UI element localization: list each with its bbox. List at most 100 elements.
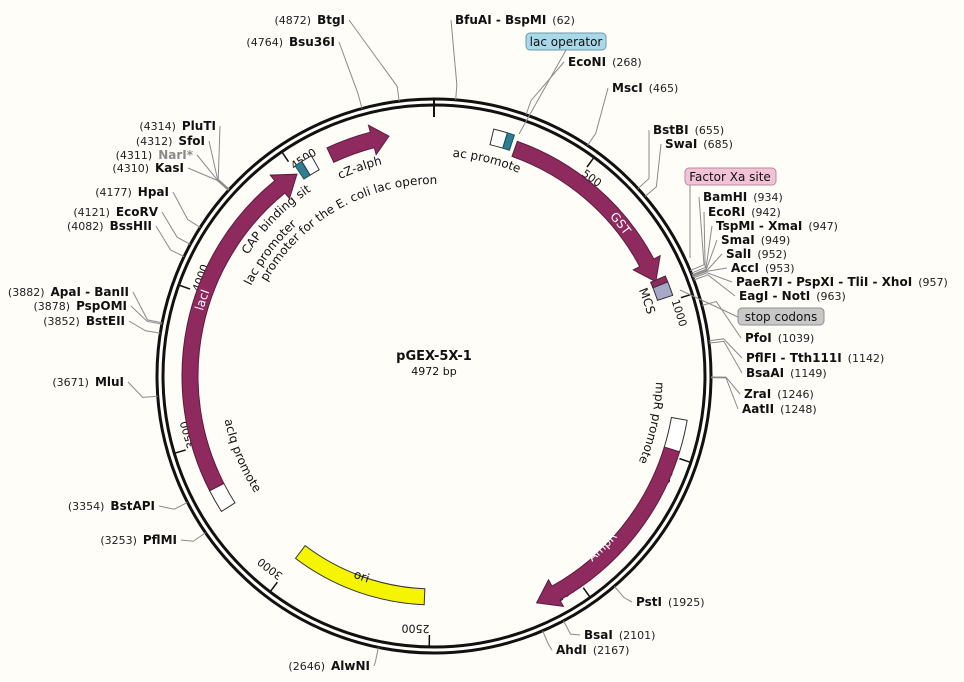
laci-feature-arrow[interactable]	[181, 173, 298, 492]
restriction-site-label[interactable]: TspMI - XmaI(947)	[716, 219, 838, 233]
restriction-site-label[interactable]: BsaAI(1149)	[746, 366, 827, 380]
site-leader-line	[172, 191, 201, 228]
restriction-site-label[interactable]: (3354)BstAPI	[68, 499, 155, 513]
lacz-alpha-feature-arrow[interactable]	[326, 124, 390, 163]
gst-feature-arrow[interactable]	[511, 140, 661, 283]
tick-mark	[582, 587, 591, 598]
site-name: BstEII	[86, 314, 125, 328]
restriction-site-label[interactable]: BfuAI - BspMI (62)	[455, 13, 575, 27]
site-position: (947)	[808, 220, 838, 233]
site-leader-line	[132, 291, 163, 324]
site-name: BsaAI	[746, 366, 784, 380]
site-position: (1925)	[668, 596, 705, 609]
restriction-site-labels: (4872)BtgI BfuAI - BspMI (62) (4764)Bsu36I E…	[8, 13, 948, 673]
restriction-site-label[interactable]: PfoI (1039)	[745, 331, 814, 345]
site-name: AccI	[731, 261, 759, 275]
tick-label: 2500	[401, 622, 429, 635]
tac-promoter-label: tac promoter	[0, 0, 523, 176]
mcs-feature[interactable]	[652, 281, 674, 302]
site-position: (62)	[552, 14, 575, 27]
restriction-site-label[interactable]: (3671)MluI	[52, 375, 124, 389]
lac-operator-callout[interactable]: lac operator	[525, 32, 607, 51]
site-position: (685)	[703, 138, 733, 151]
tick-mark	[281, 151, 290, 163]
restriction-site-label[interactable]: (3253)PflMI	[100, 533, 177, 547]
site-name: MluI	[95, 375, 124, 389]
restriction-site-label[interactable]: BsaI(2101)	[584, 628, 655, 642]
restriction-site-label[interactable]: (4082)BssHII	[67, 219, 152, 233]
site-name: PflMI	[143, 533, 177, 547]
site-leader-line	[691, 239, 718, 276]
site-position: (2646)	[288, 660, 325, 673]
restriction-site-label[interactable]: AccI (953)	[731, 261, 795, 275]
restriction-site-label[interactable]: EcoRI(942)	[708, 205, 781, 219]
ampr-promoter-feature[interactable]	[663, 416, 688, 453]
restriction-site-label[interactable]: (3882)ApaI - BanII	[8, 285, 129, 299]
site-name: HpaI	[138, 185, 169, 199]
site-name: BfuAI - BspMI	[455, 13, 546, 27]
site-position: (2101)	[619, 629, 656, 642]
restriction-site-label[interactable]: MscI(465)	[612, 81, 678, 95]
site-name: ZraI	[744, 387, 771, 401]
restriction-site-label[interactable]: (4177) HpaI	[95, 185, 169, 199]
site-position: (3852)	[43, 315, 80, 328]
restriction-site-label[interactable]: (4872)BtgI	[274, 13, 345, 27]
site-leader-line	[693, 274, 736, 297]
site-position: (4314)	[139, 120, 176, 133]
site-leader-line	[208, 140, 230, 191]
restriction-site-label[interactable]: EagI - NotI(963)	[739, 289, 846, 303]
restriction-site-label[interactable]: SalI(952)	[726, 247, 787, 261]
site-position: (4312)	[136, 135, 173, 148]
restriction-site-label[interactable]: (3878)PspOMI	[33, 299, 127, 313]
plasmid-name: pGEX-5X-1	[396, 349, 472, 364]
site-position: (3354)	[68, 500, 105, 513]
restriction-site-label[interactable]: BamHI(934)	[703, 190, 783, 204]
restriction-site-label[interactable]: ZraI(1246)	[744, 387, 814, 401]
restriction-site-label[interactable]: (2646)AlwNI	[288, 659, 370, 673]
restriction-site-label[interactable]: PstI(1925)	[636, 595, 705, 609]
site-leader-line	[710, 376, 741, 395]
restriction-site-label[interactable]: EcoNI(268)	[568, 55, 642, 69]
factor-xa-feature[interactable]	[649, 275, 669, 289]
site-name: AatII	[742, 402, 774, 416]
site-leader-line	[128, 320, 161, 334]
restriction-site-label[interactable]: PaeR7I - PspXI - TliI - XhoI(957)	[736, 275, 948, 289]
lac-promoter-feature[interactable]	[301, 155, 320, 176]
ampr-promoter-label: AmpR promoter	[0, 0, 667, 466]
restriction-site-label[interactable]: AatII(1248)	[742, 402, 817, 416]
restriction-site-label[interactable]: (4311)NarI*	[116, 148, 194, 162]
site-name: SwaI	[665, 137, 697, 151]
site-name: PfoI	[745, 331, 772, 345]
site-leader-line	[701, 300, 742, 339]
site-leader-line	[161, 211, 191, 245]
restriction-site-label[interactable]: (4314)PluTI	[139, 119, 216, 133]
site-position: (953)	[765, 262, 795, 275]
restriction-site-label[interactable]: SmaI(949)	[721, 233, 790, 247]
site-name: NarI*	[158, 148, 194, 162]
restriction-site-label[interactable]: (3852) BstEII	[43, 314, 125, 328]
ampr-feature-arrow[interactable]	[535, 446, 681, 607]
restriction-site-label[interactable]: (4121)EcoRV	[73, 205, 158, 219]
site-position: (949)	[761, 234, 791, 247]
factor-xa-callout[interactable]: Factor Xa site	[684, 167, 777, 186]
restriction-site-label[interactable]: BstBI(655)	[653, 123, 724, 137]
restriction-site-label[interactable]: (4312)SfoI	[136, 134, 205, 148]
site-leader-line	[708, 340, 743, 374]
site-name: PaeR7I - PspXI - TliI - XhoI	[736, 275, 912, 289]
factor-xa-callout-text: Factor Xa site	[689, 170, 771, 184]
site-leader-line	[127, 381, 158, 398]
lac-operator-feature[interactable]	[502, 132, 516, 151]
restriction-site-label[interactable]: SwaI (685)	[665, 137, 733, 151]
site-position: (4177)	[95, 186, 132, 199]
restriction-site-label[interactable]: PflFI - Tth111I(1142)	[746, 351, 884, 365]
site-leader-line	[180, 532, 206, 542]
ori-label: ori	[352, 567, 371, 585]
restriction-site-label[interactable]: (4310)KasI	[112, 161, 184, 175]
tick-mark	[178, 284, 191, 290]
site-name: Bsu36I	[289, 35, 335, 49]
site-position: (1039)	[778, 332, 815, 345]
restriction-site-label[interactable]: (4764)Bsu36I	[246, 35, 335, 49]
restriction-site-label[interactable]: AhdI(2167)	[556, 643, 629, 657]
ori-feature[interactable]	[294, 544, 426, 606]
stop-codons-callout[interactable]: stop codons	[737, 307, 825, 326]
